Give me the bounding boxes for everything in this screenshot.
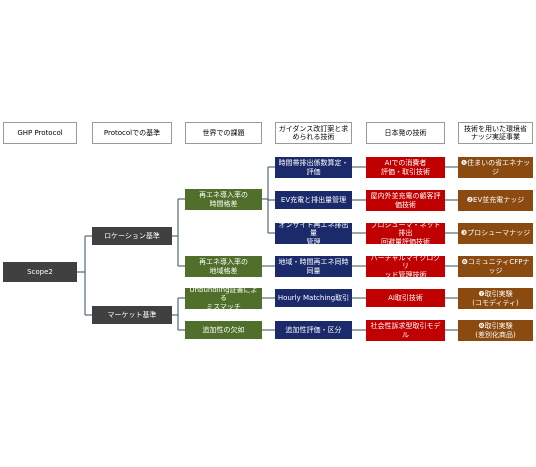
nudge-trading-differentiated: ❽取引実験 (差別化商品) [458, 320, 533, 341]
issue-unbundling-mismatch: Unbundling証書による ミスマッチ [185, 286, 262, 311]
issue-time-gap: 再エネ導入率の 時間格差 [185, 189, 262, 210]
japan-ai-trading: AI取引技術 [366, 289, 445, 307]
header-ghp-protocol: GHP Protocol [3, 122, 77, 144]
header-guidance-tech: ガイダンス改訂案と求 められる技術 [275, 122, 352, 144]
tech-hourly-matching: Hourly Matching取引 [275, 289, 352, 307]
tech-hourly-emission-factor: 時間帯排出係数算定・ 評価 [275, 157, 352, 178]
location-criteria-node: ロケーション基準 [92, 227, 172, 245]
tech-additionality-evaluation: 追加性評価・区分 [275, 321, 352, 339]
nudge-ev-charging: ❷EV並充電ナッジ [458, 190, 533, 211]
issue-region-gap: 再エネ導入率の 地域格差 [185, 256, 262, 277]
tech-regional-time-matching: 地域・時間再エネ同時 同量 [275, 256, 352, 277]
nudge-trading-commodity: ❼取引実験 (コモディティ) [458, 288, 533, 309]
market-criteria-node: マーケット基準 [92, 306, 172, 324]
japan-charging-customer: 屋内外並充電の顧客評 価技術 [366, 190, 445, 211]
japan-virtual-microgrid: バーチャルマイクログリ ッド管理技術 [366, 254, 445, 279]
japan-social-trading-model: 社会性訴求型取引モデ ル [366, 320, 445, 341]
japan-ai-consumer: AIでの消費者 評価・取引技術 [366, 157, 445, 178]
nudge-prosumer: ❸プロシューマナッジ [458, 223, 533, 244]
nudge-community-cfp: ❻コミュニティCFPナッジ [458, 256, 533, 277]
issue-additionality: 追加性の欠如 [185, 321, 262, 339]
scope2-node: Scope2 [3, 262, 77, 282]
tech-ev-charging: EV充電と排出量管理 [275, 191, 352, 209]
header-world-issues: 世界での課題 [185, 122, 262, 144]
header-japan-tech: 日本発の技術 [366, 122, 445, 144]
header-protocol-criteria: Protocolでの基準 [92, 122, 172, 144]
tech-onsite-renewables: オンサイト再エネ排出量 管理 [275, 221, 352, 246]
japan-prosumer-avoided: プロシューマ・ネット排出 回避量評価技術 [366, 221, 445, 246]
header-nudge-project: 技術を用いた環境省 ナッジ実証事業 [458, 122, 533, 144]
nudge-home-energy: ❶住まいの省エネナッジ [458, 157, 533, 178]
